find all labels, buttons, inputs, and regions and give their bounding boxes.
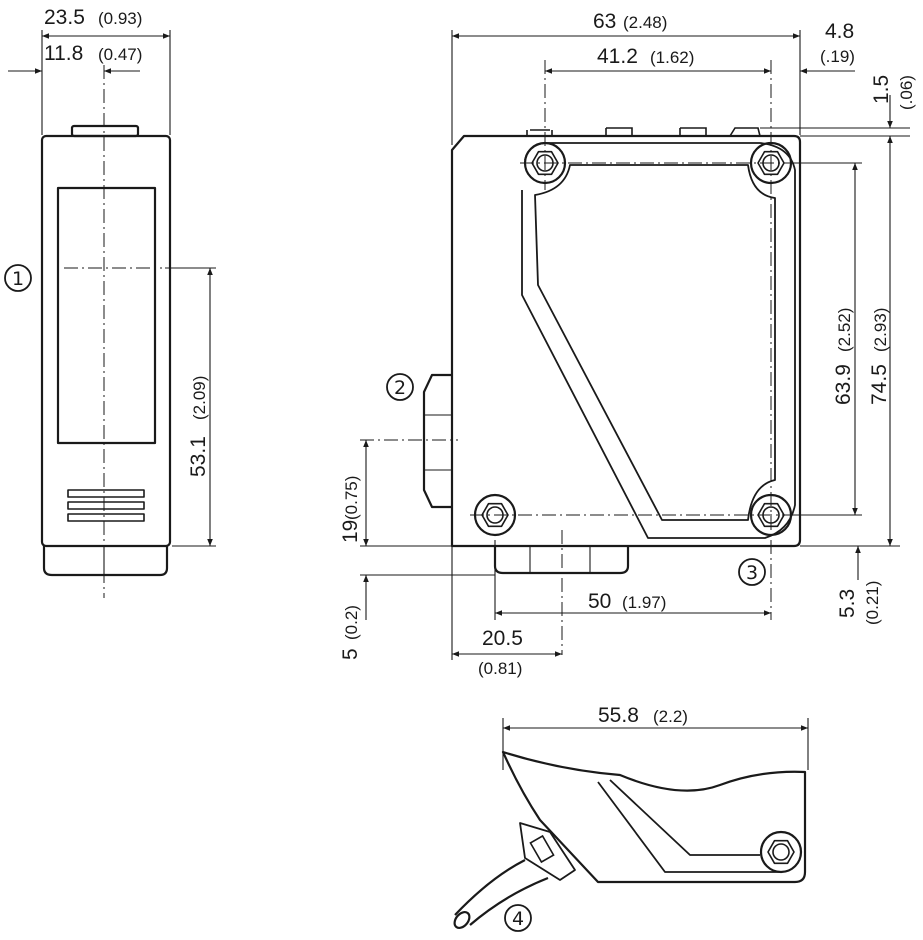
- dim-height-in: (2.93): [871, 308, 890, 352]
- dim-top-offset-mm: 1.5: [870, 75, 893, 104]
- dim-top-offset-in: (.06): [897, 75, 916, 110]
- dim-nut-mm: 19: [339, 520, 362, 543]
- dim-connector-distance-mm: 50: [588, 590, 611, 613]
- dim-height-mm: 74.5: [868, 364, 891, 405]
- callout-3: 3: [746, 562, 758, 584]
- dim-width-mm: 63: [593, 10, 616, 33]
- dim-connector-x-mm: 20.5: [482, 627, 523, 650]
- housing: [450, 134, 802, 548]
- dim-hole-x-mm: 41.2: [597, 45, 638, 68]
- callout-1: 1: [12, 268, 24, 290]
- dim-hole-y-mm: 63.9: [832, 364, 855, 405]
- dim-connector-x-in: (0.81): [478, 659, 522, 678]
- cable-view: 55.8 (2.2) 4: [453, 704, 809, 932]
- dim-nut-in: (0.75): [342, 476, 361, 520]
- callout-2: 2: [394, 377, 406, 399]
- lens: [534, 164, 776, 521]
- dim-hole-x-in: (1.62): [650, 48, 694, 67]
- front-view: 63 (2.48) 41.2 (1.62) 4.8 (.19) 1.5 (.06…: [339, 10, 916, 678]
- dim-connector-offset-mm: 5: [339, 648, 362, 660]
- dim-bottom-offset-mm: 5.3: [836, 589, 859, 618]
- callout-4: 4: [512, 908, 524, 930]
- cable: [453, 822, 576, 929]
- dim-connector-distance-in: (1.97): [622, 593, 666, 612]
- dim-right-offset-in: (.19): [820, 47, 855, 66]
- dim-width-mm: 23.5: [44, 6, 85, 29]
- dim-axis-mm: 53.1: [187, 436, 210, 477]
- housing: [501, 750, 807, 884]
- dim-hole-y-in: (2.52): [835, 308, 854, 352]
- lens-outline: [521, 142, 796, 539]
- dim-width-in: (2.48): [623, 13, 667, 32]
- dim-half-width-in: (0.47): [98, 45, 142, 64]
- connector: [42, 546, 169, 577]
- hex-nut: [422, 373, 452, 509]
- dim-connector-offset-in: (0.2): [342, 605, 361, 640]
- top-tab: [70, 124, 140, 138]
- housing: [40, 134, 172, 548]
- vent-slots: [67, 489, 145, 522]
- side-view: 23.5 (0.93) 11.8 (0.47) 53.1 (2.09) 1: [4, 6, 216, 598]
- dim-width-in: (0.93): [98, 9, 142, 28]
- dim-axis-in: (2.09): [190, 376, 209, 420]
- dim-half-width-mm: 11.8: [44, 42, 83, 65]
- dim-width-mm: 55.8: [598, 704, 639, 727]
- dim-width-in: (2.2): [653, 707, 688, 726]
- screw: [759, 830, 803, 874]
- dim-bottom-offset-in: (0.21): [863, 581, 882, 625]
- dim-right-offset-mm: 4.8: [825, 20, 854, 43]
- optics-window: [56, 186, 157, 445]
